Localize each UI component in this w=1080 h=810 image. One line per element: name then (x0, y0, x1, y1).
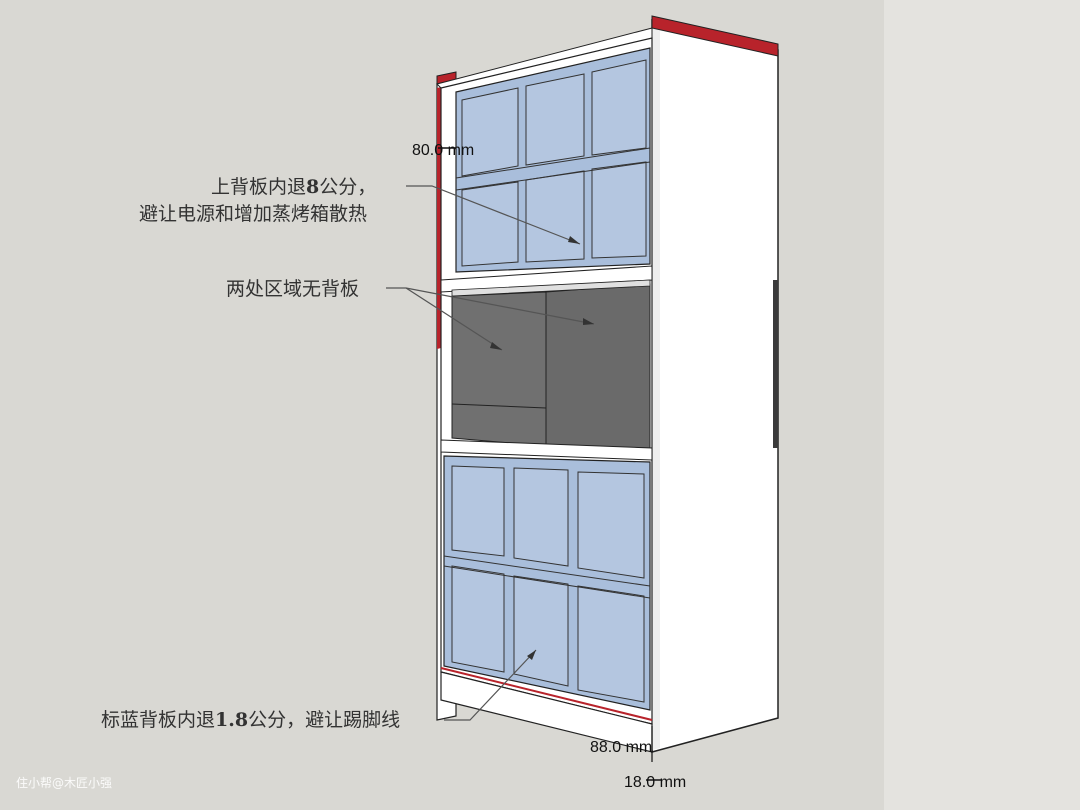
middle-void-left (451, 291, 547, 447)
cabinet-left-edge-red (437, 87, 441, 349)
dimension-lower-offset: 18.0 mm (624, 774, 686, 791)
middle-void-right (545, 283, 651, 449)
upper-shelf (440, 265, 653, 293)
annotation-upper-back-line1: 上背板内退8公分， (211, 176, 376, 198)
cabinet-right-side-shade (652, 24, 660, 750)
leader-upper-back (406, 185, 581, 245)
annotation-lower-back: 标蓝背板内退1.8公分，避让踢脚线 (101, 709, 400, 731)
kick-red-edge (440, 667, 653, 721)
middle-shelf (440, 439, 653, 461)
leader-lower-back (444, 649, 537, 721)
annotation-upper-back-line2: 避让电源和增加蒸烤箱散热 (139, 203, 367, 225)
middle-top-shadow (451, 279, 651, 297)
cabinet-top-edge (651, 15, 779, 57)
leader-upper-back-arrow (568, 236, 580, 244)
upper-panel-grid (455, 59, 651, 267)
annotation-no-back: 两处区域无背板 (226, 278, 359, 300)
leader-lower-back-arrow (527, 650, 536, 660)
dimension-kick-height: 88.0 mm (590, 739, 652, 756)
right-background-strip (884, 0, 1080, 810)
side-handle (773, 280, 778, 448)
dimension-upper-offset: 80.0 mm (412, 142, 474, 159)
leader-no-back-arrow-1 (490, 342, 502, 350)
leader-no-back-2 (405, 287, 595, 325)
leader-no-back-arrow-2 (583, 318, 594, 325)
middle-void-divider (451, 403, 547, 409)
lower-panel-grid (443, 465, 651, 703)
watermark: 住小帮@木匠小强 (16, 776, 113, 790)
cabinet-right-side (651, 19, 779, 753)
